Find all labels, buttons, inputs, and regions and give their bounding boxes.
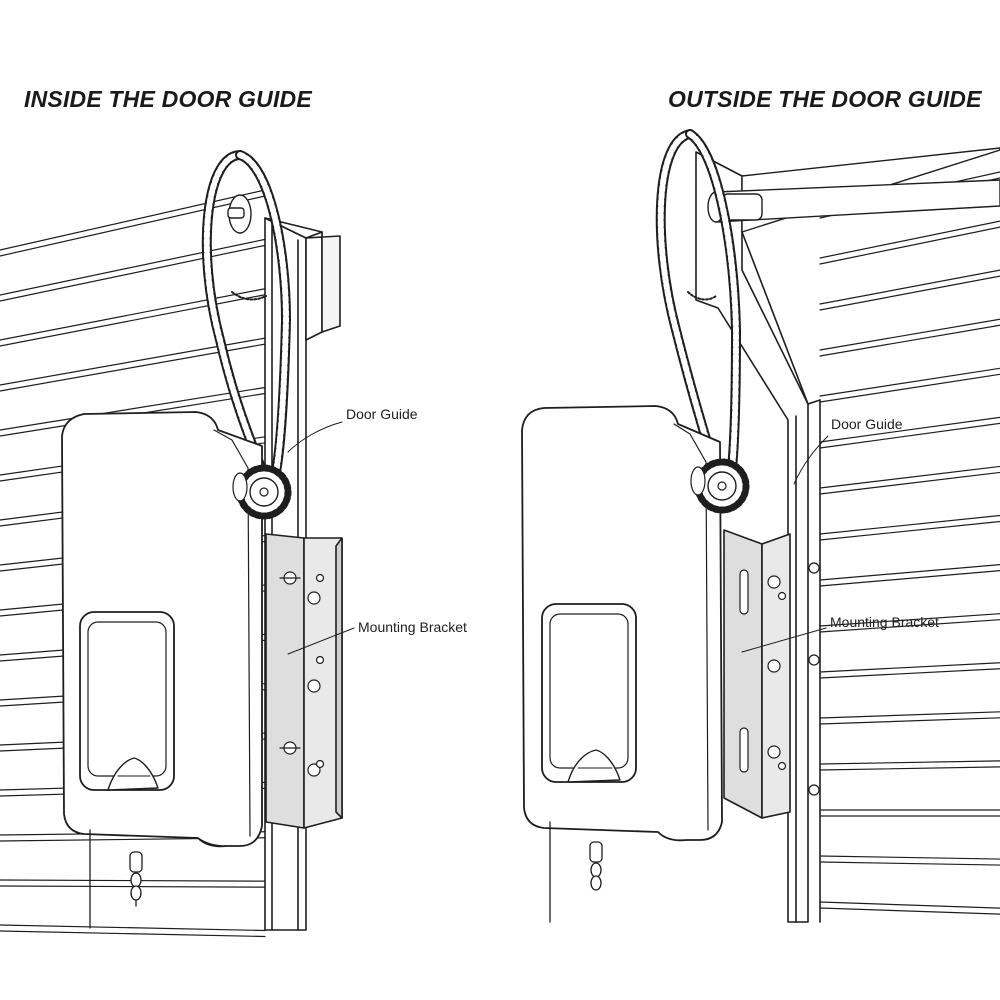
door-slat-line <box>0 244 266 302</box>
door-slat-line <box>819 275 1000 311</box>
door-slat-line <box>819 901 1000 909</box>
door-slat-line <box>819 465 1000 489</box>
door-slat-line <box>819 570 1000 587</box>
door-slat-line <box>0 930 266 938</box>
hand-chain-pull-right <box>549 821 603 923</box>
door-slat-line <box>819 613 1000 627</box>
outside-door-guide-illustration <box>521 129 1000 923</box>
door-slat-line <box>819 564 1000 581</box>
door-slat-line <box>819 514 1000 535</box>
door-slat-line <box>819 324 1000 357</box>
door-slat-line <box>0 885 266 888</box>
door-slat-line <box>0 195 266 257</box>
door-slat-line <box>819 717 1000 725</box>
door-slat-line <box>819 766 1000 771</box>
drive-chain-left <box>201 150 291 477</box>
door-slat-line <box>819 760 1000 765</box>
door-slat-line <box>819 220 1000 259</box>
mounting-bracket-left <box>265 533 343 829</box>
leader-lines-right <box>741 435 829 653</box>
inside-door-guide-illustration <box>0 150 355 938</box>
door-slat-line <box>0 189 266 251</box>
torsion-shaft-right <box>707 179 1000 223</box>
operator-housing-right <box>521 405 723 842</box>
door-slat-line <box>0 294 266 347</box>
drive-shaft-left <box>227 194 252 234</box>
door-slat-line <box>819 416 1000 443</box>
callout-door-guide-left: Door Guide <box>346 406 418 422</box>
door-slat-line <box>819 662 1000 673</box>
door-slat-line <box>819 367 1000 397</box>
door-slat-line <box>819 471 1000 495</box>
leader-lines-left <box>287 421 355 655</box>
door-slat-line <box>0 238 266 296</box>
callout-mounting-bracket-right: Mounting Bracket <box>830 614 939 630</box>
door-slat-line <box>0 288 266 341</box>
door-slat-line <box>819 422 1000 449</box>
drive-chain-right <box>655 129 741 491</box>
door-slat-line <box>819 855 1000 860</box>
door-slat-line <box>819 711 1000 719</box>
door-slat-line <box>819 668 1000 679</box>
panel-title-outside-door-guide: OUTSIDE THE DOOR GUIDE <box>668 86 982 112</box>
door-slat-line <box>819 520 1000 541</box>
rolling-door-slats-right <box>819 171 1000 915</box>
drive-sprocket-left <box>232 464 292 520</box>
door-slat-line <box>0 924 266 932</box>
door-slat-line <box>819 373 1000 403</box>
callout-door-guide-right: Door Guide <box>831 416 903 432</box>
door-slat-line <box>819 907 1000 915</box>
panel-title-inside-door-guide: INSIDE THE DOOR GUIDE <box>24 86 312 112</box>
callout-mounting-bracket-left: Mounting Bracket <box>358 619 467 635</box>
operator-housing-left <box>61 411 263 848</box>
door-slat-line <box>819 226 1000 265</box>
drive-sprocket-right <box>690 458 750 514</box>
door-slat-line <box>819 318 1000 351</box>
door-slat-line <box>819 861 1000 866</box>
door-slat-line <box>0 386 266 431</box>
door-slat-line <box>819 619 1000 633</box>
hand-chain-pull-left <box>89 829 143 929</box>
mounting-bracket-right <box>723 529 791 819</box>
door-slat-line <box>819 269 1000 305</box>
